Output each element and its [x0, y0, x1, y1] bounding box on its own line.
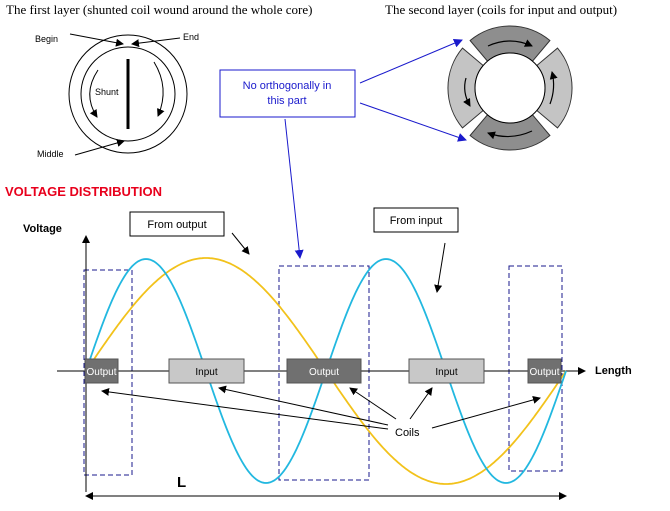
input-segment-label: Input: [435, 367, 457, 378]
ring-arrow-right: [549, 71, 558, 105]
end-pointer: [131, 37, 181, 48]
dashed-region-2: [278, 265, 370, 481]
dashed-region-1: [83, 269, 133, 476]
ring-arrow-left: [463, 77, 471, 107]
orthogonal-note-box: [219, 69, 356, 118]
begin-pointer: [69, 33, 124, 47]
second-layer-ring: [447, 25, 573, 151]
dashed-region-3: [508, 265, 563, 472]
coil-segments: Output Input Output Input Output: [84, 358, 562, 384]
winding-arrow-right: [153, 61, 165, 117]
from-input-pointer: [434, 242, 446, 293]
coils-pointers: [101, 385, 541, 430]
blue-arrow-to-ring-top: [359, 38, 463, 84]
input-segment-label: Input: [195, 367, 217, 378]
ring-arrow-bottom: [487, 130, 533, 140]
output-segment-label: Output: [86, 367, 116, 378]
orthogonal-note-line1: No orthogonally in: [243, 80, 332, 92]
first-layer-caption: The first layer (shunted coil wound arou…: [6, 2, 312, 17]
middle-label: Middle: [37, 149, 64, 159]
from-output-pointer: [231, 232, 250, 255]
end-label: End: [183, 32, 199, 42]
shunt-label: Shunt: [95, 87, 119, 97]
length-label: L: [177, 474, 186, 491]
y-axis-label: Voltage: [23, 223, 62, 235]
chart-title: VOLTAGE DISTRIBUTION: [5, 184, 162, 199]
output-segment-block: [527, 358, 562, 384]
winding-arrow-left: [89, 69, 99, 118]
coils-label: Coils: [395, 427, 420, 439]
input-segment-block: [408, 358, 485, 384]
from-output-label: From output: [147, 219, 206, 231]
output-segment-block: [84, 358, 119, 384]
middle-pointer: [74, 139, 125, 156]
output-segment-block: [286, 358, 362, 384]
blue-arrow-to-chart: [284, 118, 304, 259]
from-input-box: [373, 207, 459, 233]
blue-arrow-to-ring-bottom: [359, 102, 467, 142]
coil-region-boxes: [83, 265, 563, 481]
from-input-label: From input: [390, 215, 443, 227]
ring-arrow-top: [487, 39, 533, 47]
output-segment-label: Output: [529, 367, 559, 378]
x-axis-label: Length: [595, 365, 632, 377]
begin-label: Begin: [35, 34, 58, 44]
orthogonal-note-line2: this part: [267, 95, 306, 107]
input-segment-block: [168, 358, 245, 384]
from-output-box: [129, 211, 225, 237]
first-layer-core: Begin End Shunt Middle: [35, 32, 199, 159]
output-segment-label: Output: [309, 367, 339, 378]
second-layer-caption: The second layer (coils for input and ou…: [385, 2, 617, 17]
